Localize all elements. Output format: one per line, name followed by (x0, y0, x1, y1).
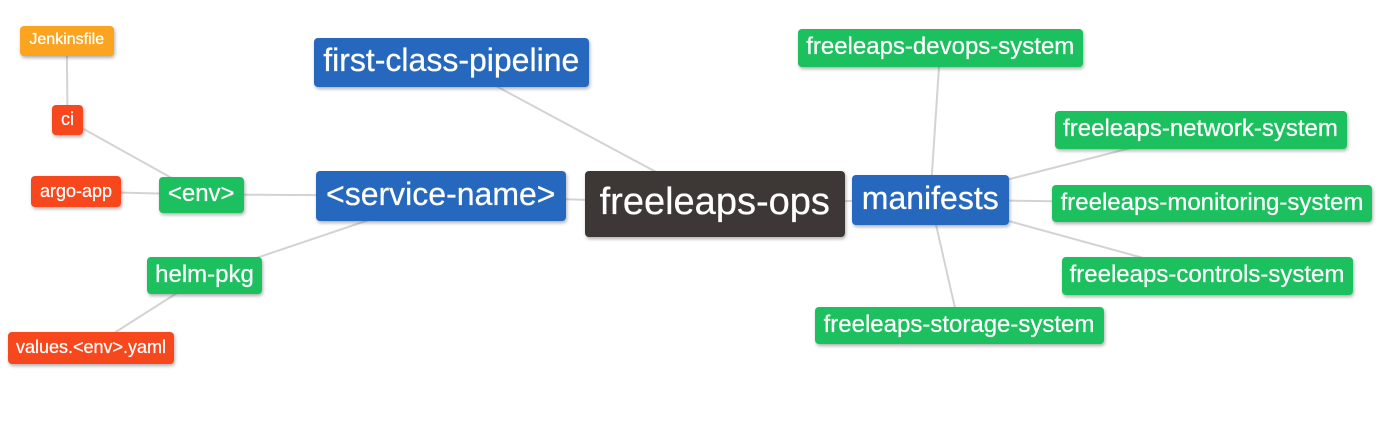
node-label-ci: ci (61, 109, 74, 129)
node-label-freeleaps-storage-system: freeleaps-storage-system (823, 310, 1095, 338)
node-freeleaps-storage-system[interactable]: freeleaps-storage-system (814, 307, 1104, 344)
node-freeleaps-monitoring-system[interactable]: freeleaps-monitoring-system (1052, 185, 1372, 222)
node-freeleaps-devops-system[interactable]: freeleaps-devops-system (797, 29, 1083, 67)
node-label-argo-app: argo-app (39, 180, 113, 201)
node-label-first-class-pipeline: first-class-pipeline (323, 42, 580, 78)
edge-manifests-freeleaps-devops-system (929, 47, 942, 200)
node-argo-app[interactable]: argo-app (31, 176, 121, 207)
node-label-helm-pkg: helm-pkg (155, 260, 254, 288)
node-label-env: <env> (167, 179, 235, 207)
node-label-manifests: manifests (861, 179, 999, 216)
node-manifests[interactable]: manifests (851, 174, 1009, 225)
node-label-freeleaps-network-system: freeleaps-network-system (1063, 115, 1338, 142)
node-jenkinsfile[interactable]: Jenkinsfile (19, 26, 114, 56)
node-label-freeleaps-ops: freeleaps-ops (599, 180, 830, 223)
node-freeleaps-controls-system[interactable]: freeleaps-controls-system (1061, 256, 1353, 295)
node-label-jenkinsfile: Jenkinsfile (29, 30, 105, 48)
node-values-env-yaml[interactable]: values.<env>.yaml (8, 332, 174, 364)
node-label-freeleaps-devops-system: freeleaps-devops-system (806, 32, 1075, 60)
node-label-freeleaps-monitoring-system: freeleaps-monitoring-system (1060, 188, 1364, 216)
node-label-service-name: <service-name> (326, 175, 556, 212)
node-env[interactable]: <env> (158, 176, 244, 213)
node-freeleaps-network-system[interactable]: freeleaps-network-system (1054, 111, 1347, 149)
node-label-values-env-yaml: values.<env>.yaml (15, 336, 167, 357)
node-service-name[interactable]: <service-name> (316, 171, 566, 221)
node-helm-pkg[interactable]: helm-pkg (147, 257, 262, 294)
node-ci[interactable]: ci (52, 105, 83, 135)
node-label-freeleaps-controls-system: freeleaps-controls-system (1069, 260, 1345, 288)
node-freeleaps-ops[interactable]: freeleaps-ops (585, 170, 845, 237)
node-first-class-pipeline[interactable]: first-class-pipeline (313, 37, 589, 87)
